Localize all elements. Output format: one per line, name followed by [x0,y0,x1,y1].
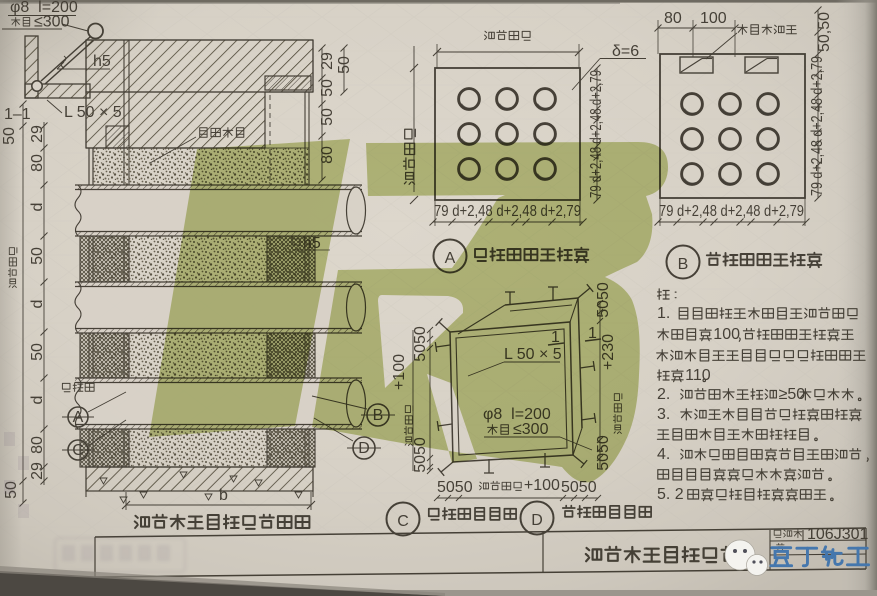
svg-text:110: 110 [685,367,711,384]
svg-text:B: B [678,256,689,273]
svg-text:80: 80 [29,154,46,172]
svg-text:50,50: 50,50 [816,12,833,52]
svg-text:d: d [29,300,46,309]
svg-text:50: 50 [3,481,20,499]
svg-text:79 d+2,48 d+2,48 d+2,79: 79 d+2,48 d+2,48 d+2,79 [659,203,804,220]
svg-text:d: d [29,396,46,405]
svg-text:50: 50 [1,127,18,145]
svg-text:D: D [531,512,543,529]
svg-text:80: 80 [664,10,682,27]
svg-text:80: 80 [29,436,46,454]
svg-text:C: C [397,513,409,530]
svg-text:5050: 5050 [561,479,597,496]
svg-text:79 d+2,48 d+2,48 d+2,79: 79 d+2,48 d+2,48 d+2,79 [809,56,826,196]
svg-text:φ8 l=200: φ8 l=200 [10,0,78,16]
svg-text:b: b [219,487,228,504]
svg-text:δ=6: δ=6 [612,43,639,60]
svg-text:+100: +100 [524,477,560,494]
svg-text:29: 29 [29,125,46,143]
svg-text:29: 29 [319,52,336,70]
svg-text:≥50: ≥50 [779,386,806,403]
svg-text:29: 29 [29,462,46,480]
svg-text:50: 50 [29,247,46,265]
svg-text:5050: 5050 [437,479,473,496]
svg-text:≤300: ≤300 [34,14,70,31]
svg-text:100: 100 [700,10,727,27]
svg-text:2.: 2. [657,386,670,403]
svg-text:50: 50 [336,56,353,74]
svg-text:1–1: 1–1 [4,106,31,123]
svg-text:5. 2: 5. 2 [657,486,684,503]
svg-text:50: 50 [319,79,336,97]
svg-text:1.: 1. [657,305,670,322]
svg-text:A: A [445,250,456,267]
svg-text:d: d [29,203,46,212]
svg-text:4.: 4. [657,446,670,463]
svg-text:100: 100 [713,326,740,343]
svg-text:106J301: 106J301 [807,526,868,543]
svg-text:50: 50 [29,343,46,361]
svg-text:3.: 3. [657,406,670,423]
svg-text:50: 50 [319,108,336,126]
